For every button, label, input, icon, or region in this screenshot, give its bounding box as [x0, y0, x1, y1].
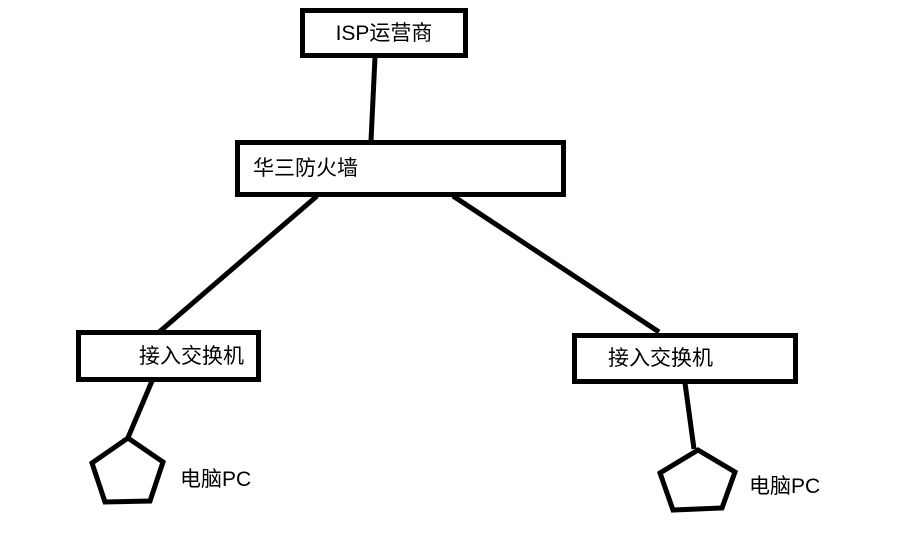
label-pc-left: 电脑PC [180, 468, 252, 491]
node-switch-right-label: 接入交换机 [608, 347, 713, 370]
node-firewall: 华三防火墙 [235, 140, 566, 197]
node-isp-label: ISP运营商 [335, 21, 433, 45]
node-firewall-label: 华三防火墙 [253, 157, 358, 180]
node-isp: ISP运营商 [300, 8, 468, 58]
edge-isp-firewall [368, 56, 378, 142]
pc-pentagon-right [656, 447, 739, 513]
edge-switch-left-pc-left [124, 380, 155, 441]
label-pc-right: 电脑PC [749, 475, 821, 498]
pc-pentagon-left [89, 434, 166, 505]
edge-switch-right-pc-right [682, 382, 697, 450]
node-switch-left: 接入交换机 [76, 330, 261, 382]
edge-firewall-switch-right [451, 193, 661, 335]
edge-firewall-switch-left [156, 194, 319, 335]
node-switch-right: 接入交换机 [572, 333, 798, 384]
node-switch-left-label: 接入交换机 [139, 344, 244, 368]
